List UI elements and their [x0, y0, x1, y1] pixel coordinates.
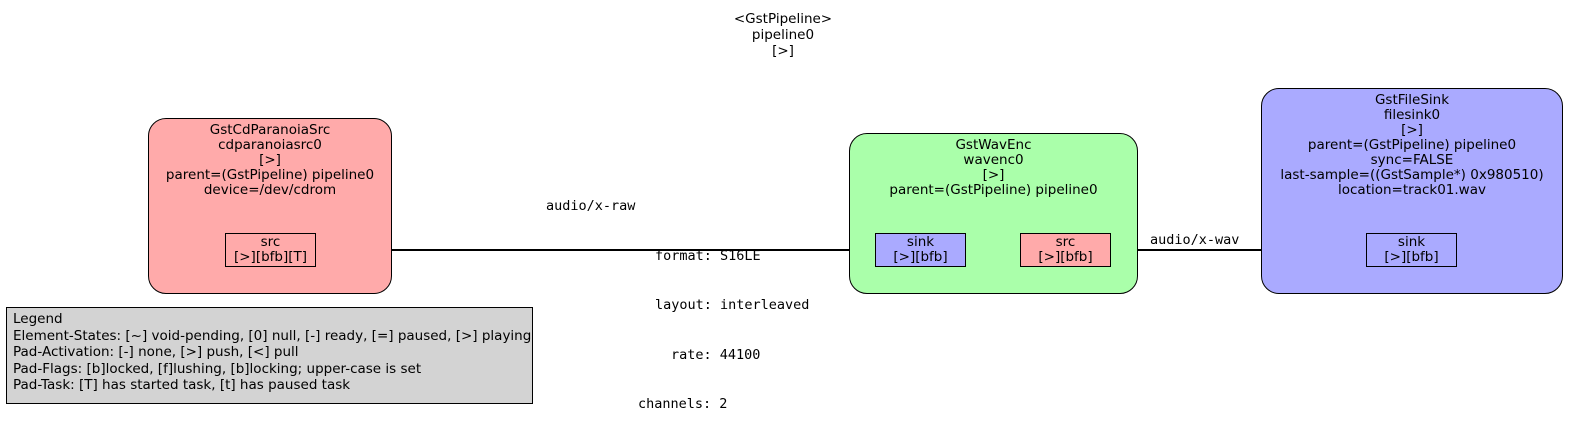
element-prop: location=track01.wav [1337, 182, 1486, 198]
legend-title: Legend [13, 311, 63, 327]
element-name: wavenc0 [963, 152, 1024, 168]
pad-flags: [>][bfb] [1038, 249, 1093, 265]
legend-line: Pad-Task: [T] has started task, [t] has … [13, 377, 351, 393]
element-state: [>] [1401, 122, 1423, 138]
pad-src[interactable]: src [>][bfb][T] [225, 233, 316, 267]
pad-sink[interactable]: sink [>][bfb] [1366, 233, 1457, 267]
pad-name: src [1055, 234, 1076, 250]
link-caps-audio-raw: audio/x-raw format: S16LE layout: interl… [546, 165, 809, 429]
pipeline-state: [>] [772, 43, 794, 59]
element-type: GstFileSink [1374, 92, 1450, 108]
element-prop: device=/dev/cdrom [203, 182, 337, 198]
legend-line: Pad-Flags: [b]locked, [f]lushing, [b]loc… [13, 360, 422, 377]
element-prop: parent=(GstPipeline) pipeline0 [889, 182, 1098, 198]
element-name: filesink0 [1383, 107, 1441, 123]
pad-sink[interactable]: sink [>][bfb] [875, 233, 966, 267]
caps-field: channels: 2 [638, 396, 728, 412]
element-state: [>] [259, 152, 281, 168]
element-name: cdparanoiasrc0 [218, 137, 322, 153]
legend: Legend Element-States: [~] void-pending,… [6, 307, 533, 404]
pad-src[interactable]: src [>][bfb] [1020, 233, 1111, 267]
element-filesink[interactable]: GstFileSink filesink0 [>] parent=(GstPip… [1261, 88, 1563, 294]
pad-flags: [>][bfb] [1384, 249, 1439, 265]
legend-line: Element-States: [~] void-pending, [0] nu… [13, 327, 532, 344]
element-type: GstCdParanoiaSrc [209, 122, 331, 138]
pipeline-title: <GstPipeline> pipeline0 [>] [683, 12, 883, 60]
link-caps-audio-wav: audio/x-wav [1150, 232, 1240, 248]
element-prop: sync=FALSE [1370, 152, 1454, 168]
element-prop: parent=(GstPipeline) pipeline0 [1307, 137, 1517, 153]
element-prop: parent=(GstPipeline) pipeline0 [165, 167, 375, 183]
element-prop: last-sample=((GstSample*) 0x980510) [1280, 167, 1544, 183]
element-wavenc[interactable]: GstWavEnc wavenc0 [>] parent=(GstPipelin… [849, 133, 1138, 294]
caps-field: format: S16LE [655, 247, 761, 264]
caps-field: rate: 44100 [671, 346, 761, 363]
element-cdparanoiasrc[interactable]: GstCdParanoiaSrc cdparanoiasrc0 [>] pare… [148, 118, 392, 294]
caps-media-type: audio/x-raw [546, 198, 636, 214]
element-state: [>] [982, 167, 1005, 183]
pipeline-type: <GstPipeline> [733, 11, 833, 27]
caps-field: layout: interleaved [655, 297, 810, 313]
pad-name: src [260, 234, 281, 250]
pad-flags: [>][bfb][T] [233, 249, 308, 265]
legend-line: Pad-Activation: [-] none, [>] push, [<] … [13, 344, 299, 360]
element-type: GstWavEnc [955, 137, 1032, 153]
pad-name: sink [1397, 234, 1426, 250]
pipeline-name: pipeline0 [751, 27, 815, 43]
pad-flags: [>][bfb] [893, 249, 948, 265]
pad-name: sink [906, 234, 935, 250]
